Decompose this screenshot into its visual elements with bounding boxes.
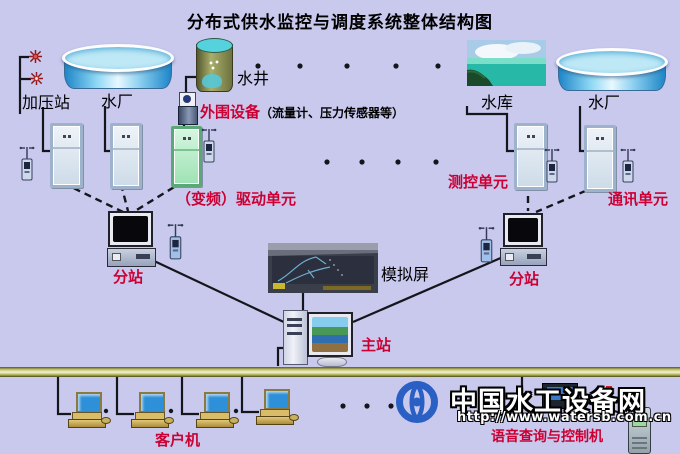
- water-basin-icon: [62, 44, 174, 89]
- label-water-plant-right: 水厂: [588, 93, 621, 112]
- label-client-machines: 客户机: [155, 431, 201, 449]
- label-substation-left: 分站: [113, 268, 144, 286]
- watermark-seal: [606, 386, 612, 403]
- substation-system-box: [500, 248, 547, 266]
- master-monitor: [307, 312, 353, 357]
- label-reservoir: 水库: [481, 93, 514, 112]
- label-drive-unit: （变频）驱动单元: [176, 190, 297, 208]
- phone-icon: [628, 402, 651, 454]
- client-pc-icon: [68, 392, 111, 429]
- watermark-site-url: http://www.watersb.com.cn: [457, 410, 672, 425]
- cabinet-water-plant: [110, 123, 142, 189]
- logo-icon: [396, 381, 438, 423]
- label-substation-right: 分站: [509, 270, 540, 288]
- radio-rtu-icon: [167, 223, 184, 260]
- cabinet-measure-control: [514, 123, 547, 190]
- flow-meter-icon: [176, 92, 198, 125]
- master-monitor-stand: [317, 357, 347, 367]
- client-pc-icon: [256, 389, 299, 426]
- client-pc-icon: [196, 392, 239, 429]
- cabinet-communication: [584, 125, 616, 192]
- label-pressure-station: 加压站: [22, 93, 71, 112]
- radio-rtu-icon: [201, 128, 217, 163]
- label-master-station: 主站: [361, 336, 392, 354]
- pump-icon: [30, 72, 43, 85]
- pump-icon: [29, 50, 42, 63]
- page-title: 分布式供水监控与调度系统整体结构图: [187, 13, 493, 33]
- substation-monitor: [503, 213, 543, 247]
- label-voice-machine: 语音查询与控制机: [491, 429, 603, 445]
- label-communication-unit: 通讯单元: [608, 190, 669, 208]
- label-measure-control-unit: 测控单元: [448, 173, 509, 191]
- radio-rtu-icon: [478, 226, 495, 263]
- master-tower: [283, 310, 308, 365]
- label-water-well: 水井: [237, 69, 270, 88]
- label-peripheral-detail: （流量计、压力传感器等）: [260, 106, 405, 120]
- network-bus-bar: [0, 367, 680, 377]
- cabinet-pressure-station: [50, 123, 83, 188]
- cabinet-drive-unit: [171, 126, 202, 187]
- radio-rtu-icon: [544, 148, 560, 183]
- radio-rtu-icon: [19, 146, 35, 181]
- substation-monitor: [108, 211, 153, 247]
- substation-system-box: [107, 248, 156, 267]
- water-basin-icon: [556, 48, 668, 91]
- label-peripheral-group: 外围设备（流量计、压力传感器等）: [200, 101, 404, 122]
- label-mimic-screen: 模拟屏: [381, 265, 430, 284]
- voice-control-device-icon: [542, 383, 578, 409]
- watermark-site-name: 中国水工设备网: [450, 387, 646, 418]
- label-water-plant-left: 水厂: [101, 92, 134, 111]
- label-peripheral-device: 外围设备: [200, 103, 261, 121]
- client-pc-icon: [131, 392, 174, 429]
- radio-rtu-icon: [620, 148, 636, 183]
- mimic-screen-photo: [268, 243, 378, 293]
- water-well-icon: [196, 38, 233, 92]
- reservoir-photo: [467, 40, 546, 86]
